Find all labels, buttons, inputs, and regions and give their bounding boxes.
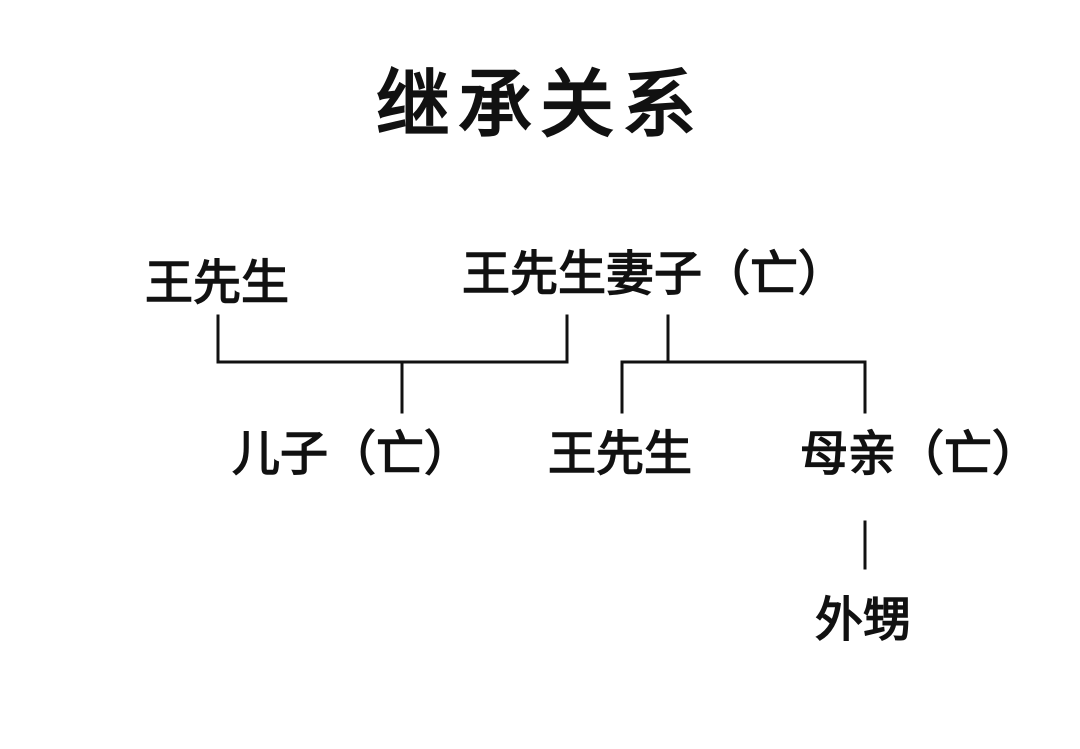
node-mother: 母亲（亡） [800, 426, 1041, 482]
diagram-title: 继承关系 [376, 62, 704, 148]
node-son: 儿子（亡） [232, 426, 473, 482]
node-wang-heir: 王先生 [548, 426, 693, 482]
node-wang-wife: 王先生妻子（亡） [462, 246, 847, 302]
node-wang-senior: 王先生 [145, 255, 290, 311]
node-nephew: 外甥 [815, 592, 912, 648]
